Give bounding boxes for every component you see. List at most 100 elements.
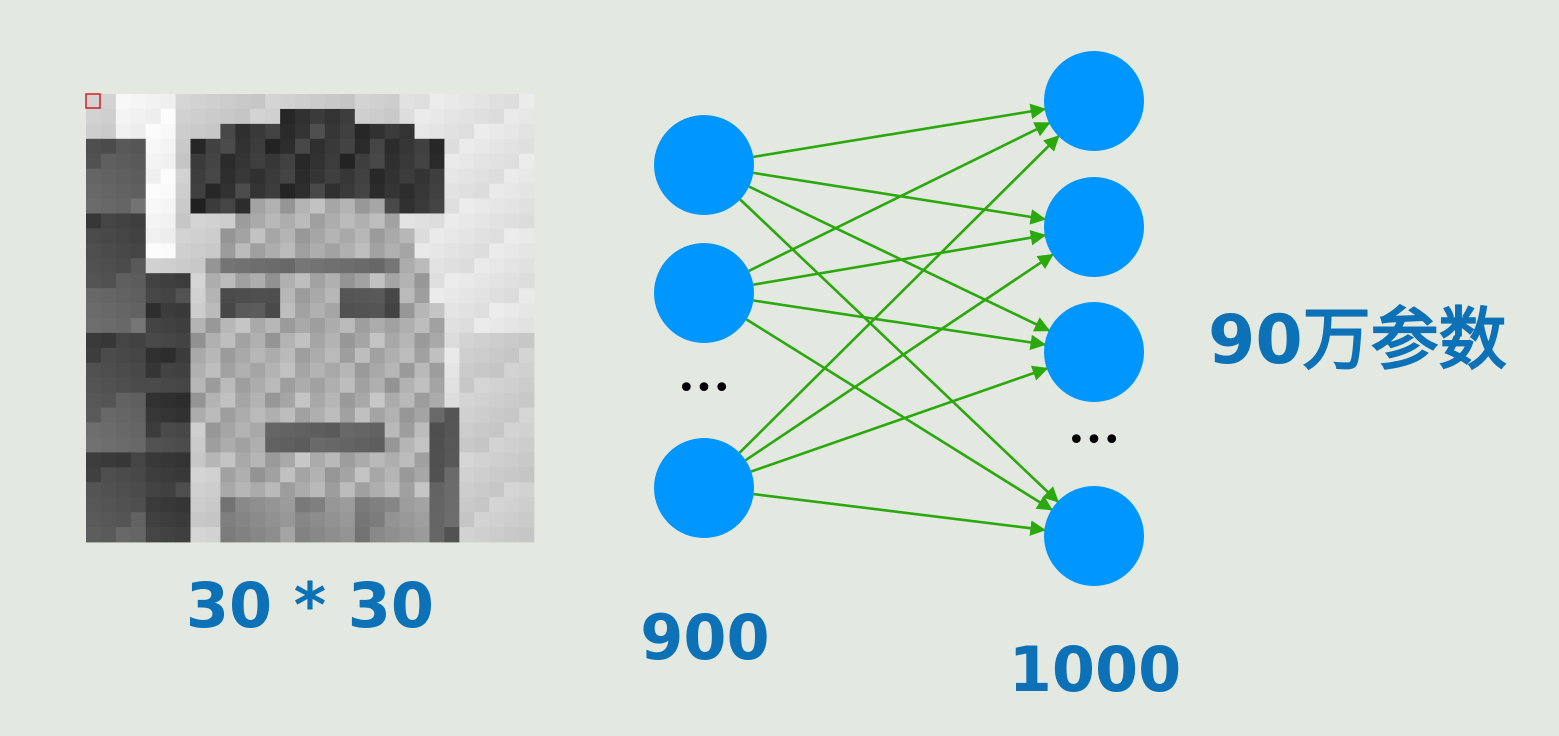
image-pixel	[86, 139, 101, 154]
image-pixel	[355, 437, 370, 452]
image-pixel	[265, 497, 280, 512]
image-pixel	[265, 348, 280, 363]
image-pixel	[295, 124, 310, 139]
image-pixel	[131, 303, 146, 318]
image-pixel	[385, 363, 400, 378]
image-pixel	[325, 109, 340, 124]
image-pixel	[519, 213, 534, 228]
image-pixel	[400, 94, 415, 109]
image-pixel	[101, 437, 116, 452]
image-pixel	[116, 184, 131, 199]
connection-edge	[740, 200, 1058, 502]
image-pixel	[176, 363, 191, 378]
image-pixel	[355, 527, 370, 542]
image-pixel	[474, 303, 489, 318]
image-pixel	[489, 184, 504, 199]
input-node	[654, 243, 754, 343]
image-pixel	[101, 109, 116, 124]
image-pixel	[265, 437, 280, 452]
image-pixel	[295, 467, 310, 482]
image-pixel	[265, 243, 280, 258]
image-pixel	[101, 169, 116, 184]
image-pixel	[474, 423, 489, 438]
image-pixel	[429, 228, 444, 243]
image-pixel	[444, 184, 459, 199]
image-pixel	[504, 437, 519, 452]
image-pixel	[400, 273, 415, 288]
image-pixel	[295, 408, 310, 423]
image-pixel	[191, 303, 206, 318]
image-pixel	[385, 497, 400, 512]
image-pixel	[429, 348, 444, 363]
image-pixel	[205, 184, 220, 199]
image-pixel	[220, 124, 235, 139]
image-pixel	[295, 318, 310, 333]
image-pixel	[161, 333, 176, 348]
image-pixel	[385, 303, 400, 318]
image-pixel	[116, 243, 131, 258]
image-pixel	[429, 258, 444, 273]
image-pixel	[116, 109, 131, 124]
image-pixel	[415, 527, 430, 542]
image-pixel	[355, 258, 370, 273]
image-pixel	[429, 467, 444, 482]
output-layer-count: 1000	[1000, 632, 1190, 708]
image-pixel	[280, 393, 295, 408]
connection-edge	[746, 319, 1051, 509]
image-pixel	[176, 482, 191, 497]
image-pixel	[355, 363, 370, 378]
image-pixel	[116, 318, 131, 333]
image-pixel	[415, 109, 430, 124]
image-pixel	[444, 408, 459, 423]
image-pixel	[310, 348, 325, 363]
image-pixel	[370, 258, 385, 273]
image-pixel	[459, 184, 474, 199]
image-pixel	[325, 408, 340, 423]
image-pixel	[429, 94, 444, 109]
image-pixel	[325, 288, 340, 303]
image-pixel	[415, 482, 430, 497]
image-pixel	[310, 124, 325, 139]
connection-edge	[753, 235, 1044, 284]
image-pixel	[519, 109, 534, 124]
image-pixel	[489, 228, 504, 243]
image-pixel	[370, 482, 385, 497]
image-pixel	[444, 363, 459, 378]
image-pixel	[235, 184, 250, 199]
image-pixel	[489, 169, 504, 184]
image-pixel	[415, 408, 430, 423]
image-pixel	[146, 184, 161, 199]
image-pixel	[220, 333, 235, 348]
image-pixel	[519, 169, 534, 184]
image-pixel	[220, 109, 235, 124]
image-pixel	[116, 139, 131, 154]
image-pixel	[415, 423, 430, 438]
image-pixel	[131, 288, 146, 303]
image-pixel	[400, 348, 415, 363]
image-pixel	[355, 213, 370, 228]
image-pixel	[295, 288, 310, 303]
image-pixel	[191, 348, 206, 363]
image-pixel	[355, 184, 370, 199]
image-pixel	[131, 228, 146, 243]
image-pixel	[191, 169, 206, 184]
image-pixel	[489, 333, 504, 348]
image-pixel	[355, 139, 370, 154]
image-pixel	[116, 258, 131, 273]
image-pixel	[161, 154, 176, 169]
image-pixel	[429, 243, 444, 258]
image-pixel	[519, 273, 534, 288]
image-pixel	[101, 228, 116, 243]
image-pixel	[146, 482, 161, 497]
image-pixel	[235, 169, 250, 184]
image-pixel	[205, 378, 220, 393]
image-pixel	[459, 408, 474, 423]
image-pixel	[400, 124, 415, 139]
image-pixel	[385, 258, 400, 273]
image-pixel	[131, 169, 146, 184]
image-pixel	[191, 497, 206, 512]
image-pixel	[235, 228, 250, 243]
image-pixel	[280, 333, 295, 348]
image-pixel	[235, 378, 250, 393]
image-pixel	[504, 527, 519, 542]
